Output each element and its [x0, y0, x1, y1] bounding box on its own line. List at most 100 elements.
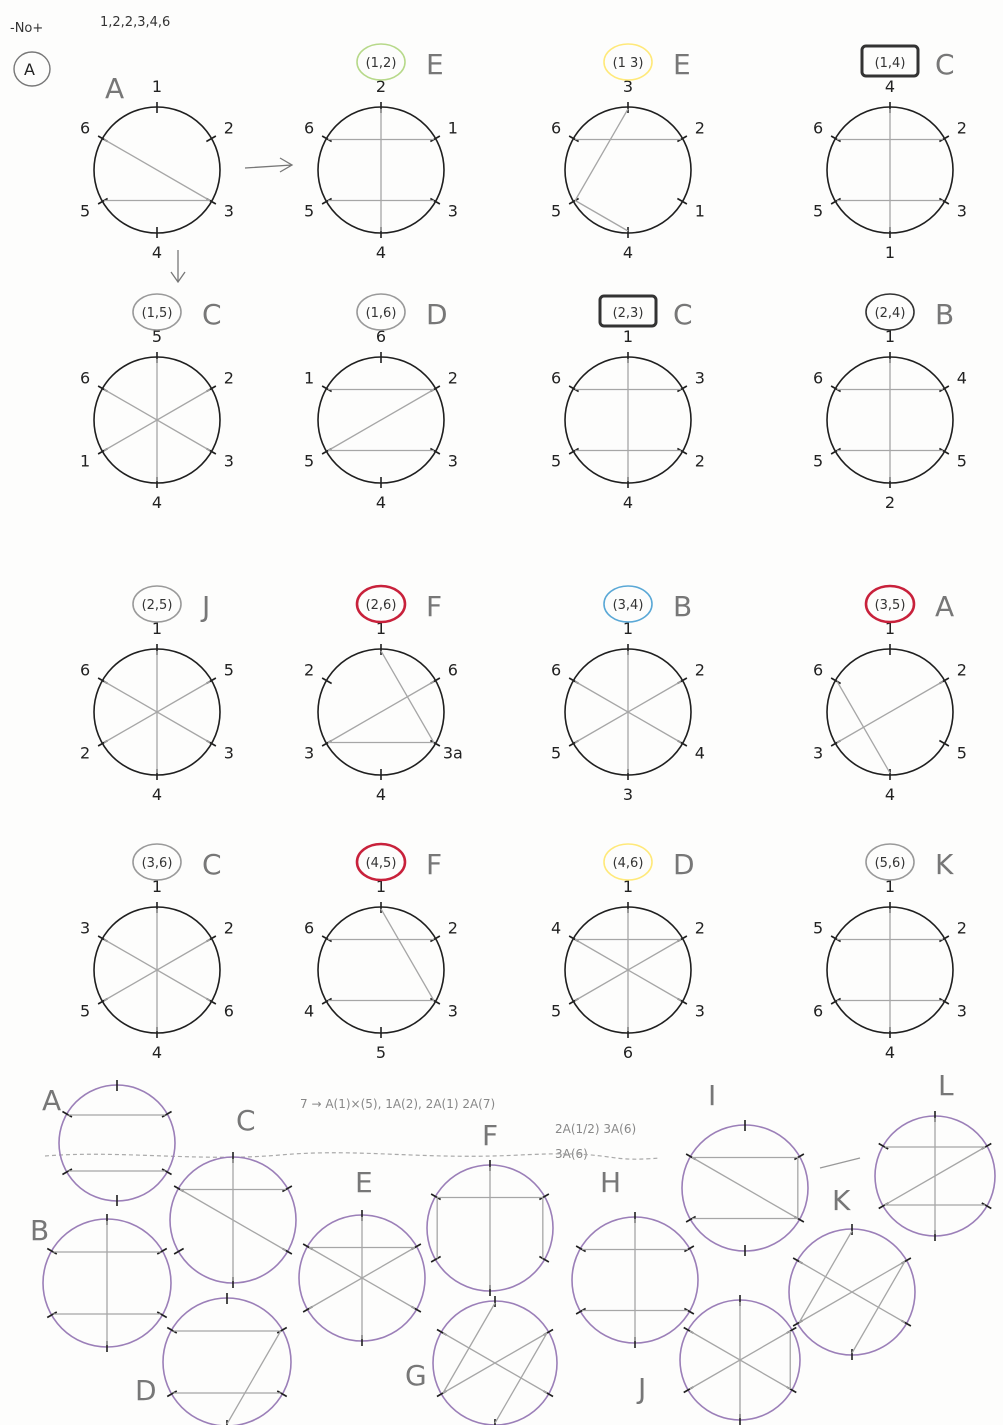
vertex-label: 4 — [623, 493, 633, 512]
vertex-label: 3 — [448, 1002, 458, 1021]
vertex-label: 6 — [80, 369, 90, 388]
vertex-label: 1 — [623, 877, 633, 896]
diagram-letter: B — [935, 298, 954, 331]
vertex-label: 4 — [885, 1043, 895, 1062]
vertex-label: 4 — [376, 785, 386, 804]
vertex-label: 5 — [304, 452, 314, 471]
vertex-label: 6 — [813, 119, 823, 138]
diagram-letter: F — [426, 848, 442, 881]
vertex-tick — [430, 1255, 442, 1263]
vertex-label: 3 — [957, 1002, 967, 1021]
pair-highlight — [864, 584, 916, 624]
vertex-tick — [321, 385, 333, 393]
pair-highlight — [865, 843, 915, 881]
vertex-tick — [429, 997, 441, 1005]
vertex-label: 1 — [695, 202, 705, 221]
diagram-letter: E — [426, 48, 444, 81]
chord — [442, 1332, 548, 1394]
vertex-label: 2 — [448, 369, 458, 388]
catalog-letter: H — [600, 1166, 621, 1199]
vertex-label: 1 — [885, 619, 895, 638]
vertex-tick — [685, 1215, 697, 1223]
diagram-letter: E — [673, 48, 691, 81]
vertex-label: 5 — [551, 452, 561, 471]
vertex-tick — [676, 447, 688, 455]
diagram-letter: J — [200, 590, 210, 623]
diagram-letter: A — [935, 590, 954, 623]
catalog-letter: G — [405, 1359, 427, 1392]
vertex-tick — [938, 997, 950, 1005]
chord — [327, 388, 435, 452]
vertex-tick — [938, 447, 950, 455]
vertex-tick — [793, 1153, 805, 1161]
catalog-letter: F — [482, 1119, 498, 1152]
chord — [380, 908, 435, 1001]
vertex-label: 5 — [813, 452, 823, 471]
chord — [103, 388, 211, 452]
vertex-label: 1 — [152, 619, 162, 638]
vertex-tick — [161, 1168, 172, 1176]
catalog-letter: I — [708, 1079, 716, 1112]
vertex-tick — [429, 197, 441, 205]
vertex-tick — [683, 1245, 695, 1253]
vertex-tick — [568, 447, 580, 455]
catalog-letter: D — [135, 1374, 157, 1407]
pair-label: (5,6) — [875, 856, 906, 871]
vertex-tick — [62, 1110, 73, 1118]
pair-highlight — [603, 43, 653, 81]
diagram-letter: B — [673, 590, 692, 623]
vertex-label: 2 — [224, 919, 234, 938]
catalog-K: K — [788, 1184, 916, 1360]
vertex-tick — [938, 935, 950, 943]
number-list: 1,2,2,3,4,6 — [100, 15, 170, 30]
catalog-G: G — [405, 1296, 558, 1425]
vertex-label: 6 — [304, 119, 314, 138]
vertex-label: 5 — [551, 1002, 561, 1021]
pair-highlight — [132, 585, 182, 623]
vertex-tick — [205, 135, 217, 143]
pair-label: (3,5) — [875, 598, 906, 613]
vertex-label: 5 — [152, 327, 162, 346]
chord — [103, 138, 211, 202]
vertex-label: 4 — [885, 785, 895, 804]
vertex-label: 5 — [957, 452, 967, 471]
note-line-2: 2A(1/2) 3A(6) — [555, 1122, 636, 1136]
vertex-label: 5 — [551, 744, 561, 763]
vertex-label: 4 — [551, 919, 561, 938]
pair-label: (1,2) — [366, 56, 397, 71]
circle-outline — [58, 1084, 176, 1202]
vertex-label: 2 — [80, 744, 90, 763]
vertex-label: 2 — [885, 493, 895, 512]
vertex-label: 4 — [885, 77, 895, 96]
vertex-label: 6 — [623, 1043, 633, 1062]
vertex-tick — [156, 1311, 168, 1319]
vertex-tick — [166, 1390, 178, 1398]
vertex-label: 1 — [152, 877, 162, 896]
vertex-label: 2 — [448, 919, 458, 938]
pair-label: (1 3) — [613, 56, 644, 71]
vertex-tick — [321, 935, 333, 943]
vertex-label: 6 — [551, 119, 561, 138]
vertex-label: 5 — [957, 744, 967, 763]
vertex-label: 6 — [813, 369, 823, 388]
chord — [884, 1146, 986, 1206]
arrow-down-icon — [170, 250, 186, 284]
vertex-tick — [156, 1247, 168, 1255]
catalog-letter: L — [938, 1069, 954, 1102]
chord — [103, 938, 211, 1002]
vertex-tick — [981, 1202, 992, 1210]
catalog-J: J — [636, 1295, 801, 1425]
vertex-tick — [429, 135, 441, 143]
pair-label: (2,6) — [366, 598, 397, 613]
pair-label: (2,4) — [875, 306, 906, 321]
vertex-label: 2 — [957, 661, 967, 680]
catalog-B: B — [30, 1214, 172, 1352]
vertex-label: 2 — [304, 661, 314, 680]
catalog-letter: A — [42, 1084, 61, 1117]
catalog-E: E — [298, 1166, 426, 1346]
